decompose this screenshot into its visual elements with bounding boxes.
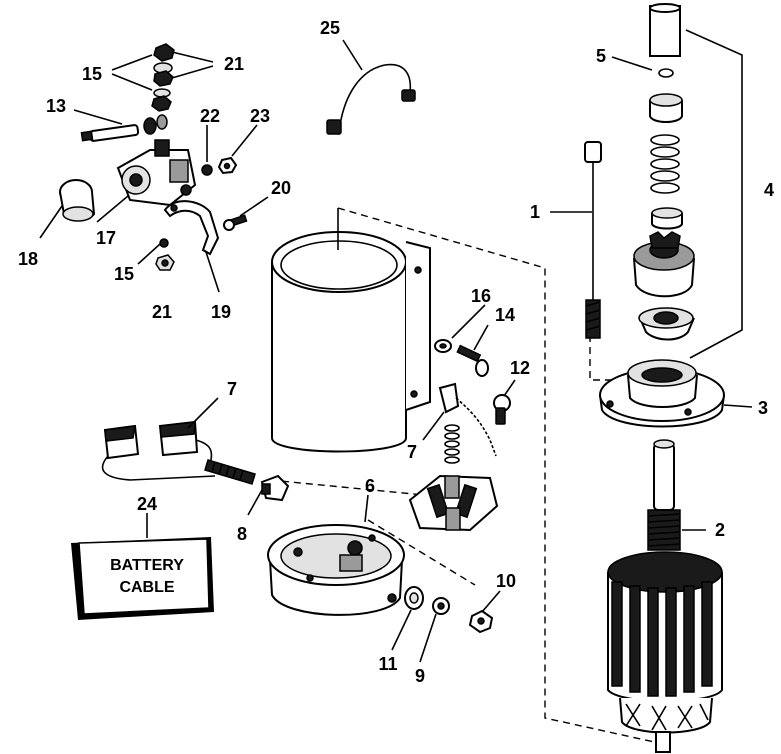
- battery-cable-line-2: CABLE: [119, 579, 174, 596]
- part-brush-spring: [204, 459, 256, 485]
- part-bracket: [163, 200, 220, 256]
- part-lower-nut-washer: [155, 238, 175, 271]
- callout-8: 8: [237, 524, 247, 544]
- part-drive-end-cap: [599, 359, 725, 428]
- part-rubber-boot: [59, 179, 96, 222]
- part-nut-washer-stack: [151, 43, 175, 112]
- armature-windings: [611, 581, 713, 697]
- part-terminal: [260, 474, 290, 502]
- part-solenoid: [116, 139, 197, 207]
- callout-5: 5: [596, 46, 606, 66]
- part-brush-and-spring: [438, 382, 497, 464]
- callout-18: 18: [18, 249, 38, 269]
- battery-cable-label-box: BATTERY CABLE: [71, 537, 214, 620]
- part-end-cap: [267, 524, 405, 616]
- part-drive-kit: [633, 3, 743, 359]
- callout-21-bottom: 21: [152, 302, 172, 322]
- part-screw: [223, 214, 248, 231]
- callout-1: 1: [530, 202, 540, 222]
- callout-19: 19: [211, 302, 231, 322]
- callout-10: 10: [496, 571, 516, 591]
- callout-3: 3: [758, 398, 768, 418]
- callout-17: 17: [96, 228, 116, 248]
- callout-22: 22: [200, 106, 220, 126]
- callout-25: 25: [320, 18, 340, 38]
- callout-4: 4: [764, 180, 774, 200]
- callout-7-left: 7: [227, 379, 237, 399]
- part-end-cap-hardware: [404, 586, 494, 634]
- callout-2: 2: [715, 520, 725, 540]
- callout-12: 12: [510, 358, 530, 378]
- part-brush-lead-set: [101, 420, 256, 485]
- callout-7-right: 7: [407, 442, 417, 462]
- callout-numbers: 1 2 3 4 5 6 7 7 8 9 10 11 12 13 14 15 15…: [18, 18, 774, 686]
- part-small-nuts: [201, 156, 238, 176]
- leader-lines: [39, 39, 753, 663]
- callout-16: 16: [471, 286, 491, 306]
- part-brush-screw: [493, 394, 511, 425]
- callout-20: 20: [271, 178, 291, 198]
- callout-13: 13: [46, 96, 66, 116]
- part-washer-and-screw: [434, 339, 489, 377]
- callout-6: 6: [365, 476, 375, 496]
- part-solenoid-stud: [80, 114, 168, 142]
- callout-9: 9: [415, 666, 425, 686]
- callout-11: 11: [378, 654, 397, 674]
- part-wire-lead: [326, 63, 416, 135]
- callout-14: 14: [495, 305, 515, 325]
- part-armature: [607, 439, 723, 753]
- part-through-bolt: [584, 141, 602, 339]
- callout-23: 23: [250, 106, 270, 126]
- part-brush-holder: [408, 474, 499, 532]
- callout-21-top: 21: [224, 54, 244, 74]
- battery-cable-line-1: BATTERY: [110, 557, 184, 574]
- part-motor-frame: [271, 231, 431, 453]
- callout-24: 24: [137, 494, 157, 514]
- callout-15-bottom: 15: [114, 264, 134, 284]
- callout-15-top: 15: [82, 64, 102, 84]
